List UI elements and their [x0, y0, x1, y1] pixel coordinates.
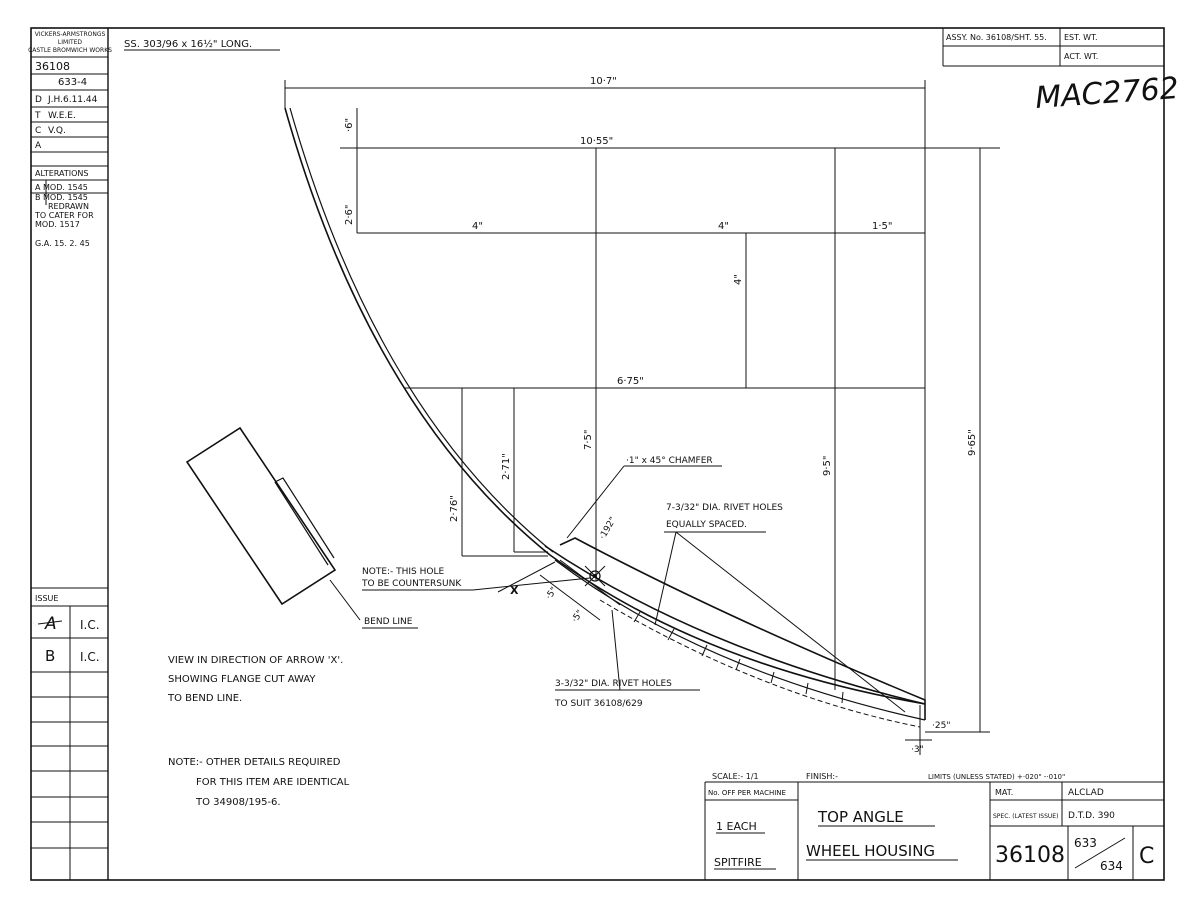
title-block	[704, 781, 1164, 880]
alteration-5: MOD. 1517	[35, 220, 80, 229]
dim-6-75: 6·75"	[617, 376, 644, 387]
dim-4-right: 4"	[718, 221, 729, 232]
alteration-2: B MOD. 1545	[35, 193, 88, 202]
bend-line-label: BEND LINE	[364, 617, 413, 627]
dim-0-25: ·25"	[932, 721, 950, 731]
dim-10-55: 10·55"	[580, 136, 613, 147]
spec-value: D.T.D. 390	[1068, 811, 1115, 821]
handwritten-ref: MAC2762	[1034, 71, 1180, 116]
alteration-4: TO CATER FOR	[34, 211, 94, 220]
drawing-number: 36108	[35, 60, 70, 73]
issue-b-by: I.C.	[80, 650, 100, 664]
material-value: ALCLAD	[1068, 788, 1104, 798]
dim-7-5: 7·5"	[583, 429, 594, 450]
issue-a-by: I.C.	[80, 618, 100, 632]
material-label: MAT.	[995, 788, 1013, 797]
issue-b-letter: B	[45, 647, 55, 665]
alteration-1: A MOD. 1545	[35, 183, 88, 192]
part-suffix-top: 633	[1074, 836, 1097, 850]
chamfer-note: ·1" x 45° CHAMFER	[626, 456, 713, 466]
row-t-key: T	[34, 111, 41, 121]
row-c-value: V.Q.	[48, 126, 66, 136]
issue-a-letter: A	[44, 614, 57, 634]
alteration-3: REDRAWN	[48, 202, 89, 211]
scale-label: SCALE:- 1/1	[712, 772, 759, 781]
view-note-line-1: VIEW IN DIRECTION OF ARROW 'X'.	[168, 655, 343, 666]
assy-block: ASSY. No. 36108/SHT. 55. EST. WT. ACT. W…	[942, 28, 1164, 67]
leaders	[362, 465, 906, 713]
dimension-labels: 10·7" 10·55" ·6" 2·6" 4" 4" 1·5" 4" 6·75…	[344, 76, 978, 755]
dim-4-left: 4"	[472, 221, 483, 232]
view-note-line-3: TO BEND LINE.	[167, 693, 242, 704]
dim-0-5-b: ·5"	[570, 609, 585, 625]
quantity: 1 EACH	[716, 820, 757, 833]
row-d-key: D	[35, 95, 42, 105]
row-d-value: J.H.6.11.44	[47, 95, 98, 105]
sidebar: VICKERS-ARMSTRONGS LIMITED CASTLE BROMWI…	[28, 28, 112, 880]
alteration-6: G.A. 15. 2. 45	[35, 239, 90, 248]
other-details-note-line-1: NOTE:- OTHER DETAILS REQUIRED	[168, 757, 341, 768]
part-title-line-1: TOP ANGLE	[817, 808, 904, 826]
dim-9-5: 9·5"	[822, 455, 833, 476]
countersunk-note-line-1: NOTE:- THIS HOLE	[362, 567, 445, 577]
aircraft-type: SPITFIRE	[714, 856, 762, 869]
other-details-note-line-3: TO 34908/195-6.	[195, 797, 281, 808]
arrow-x-label: X	[510, 584, 519, 597]
sheet-border	[30, 27, 1165, 881]
countersunk-note-line-2: TO BE COUNTERSUNK	[361, 579, 462, 589]
dim-0-6: ·6"	[344, 118, 355, 132]
limits-label: LIMITS (UNLESS STATED) +·020" -·010"	[928, 773, 1065, 781]
est-wt-label: EST. WT.	[1064, 33, 1098, 42]
rivet-note-3-line-1: 3-3/32" DIA. RIVET HOLES	[555, 679, 672, 689]
no-off-label: No. OFF PER MACHINE	[708, 789, 786, 797]
dim-1-5: 1·5"	[872, 221, 893, 232]
rivet-note-7-line-2: EQUALLY SPACED.	[666, 520, 747, 530]
dim-2-71: 2·71"	[501, 453, 512, 480]
countersunk-hole	[589, 570, 601, 582]
company-line-3: CASTLE BROMWICH WORKS	[28, 47, 112, 54]
assy-number: ASSY. No. 36108/SHT. 55.	[946, 33, 1047, 42]
rivet-note-3-line-2: TO SUIT 36108/629	[554, 699, 643, 709]
dim-0-192: ·192"	[598, 516, 619, 542]
view-note-line-2: SHOWING FLANGE CUT AWAY	[168, 674, 316, 685]
other-details-note-line-2: FOR THIS ITEM ARE IDENTICAL	[196, 777, 350, 788]
view-x-detail	[185, 426, 361, 621]
dim-4-vertical: 4"	[733, 274, 744, 285]
alterations-title: ALTERATIONS	[35, 169, 88, 178]
part-profile	[284, 107, 926, 728]
company-line-2: LIMITED	[58, 39, 83, 46]
dim-2-6: 2·6"	[344, 204, 355, 225]
rivet-note-7-line-1: 7-3/32" DIA. RIVET HOLES	[666, 503, 783, 513]
part-number: 36108	[995, 843, 1065, 868]
row-t-value: W.E.E.	[48, 111, 76, 121]
dim-10-7: 10·7"	[590, 76, 617, 87]
stock-size: SS. 303/96 x 16½" LONG.	[124, 38, 252, 50]
dim-0-3: ·3"	[911, 745, 924, 755]
company-line-1: VICKERS-ARMSTRONGS	[35, 31, 106, 38]
row-c-key: C	[35, 126, 41, 136]
issue-title: ISSUE	[35, 594, 58, 603]
dim-9-65: 9·65"	[967, 429, 978, 456]
finish-label: FINISH:-	[806, 772, 838, 781]
dim-2-76: 2·76"	[449, 495, 460, 522]
act-wt-label: ACT. WT.	[1064, 52, 1098, 61]
row-a-key: A	[35, 141, 42, 151]
sub-number: 633-4	[58, 77, 87, 88]
spec-label: SPEC. (LATEST ISSUE)	[993, 813, 1058, 820]
dimension-lines	[284, 80, 1000, 755]
part-suffix-bottom: 634	[1100, 859, 1123, 873]
part-title-line-2: WHEEL HOUSING	[806, 842, 935, 860]
drawing-issue-letter: C	[1139, 844, 1154, 869]
